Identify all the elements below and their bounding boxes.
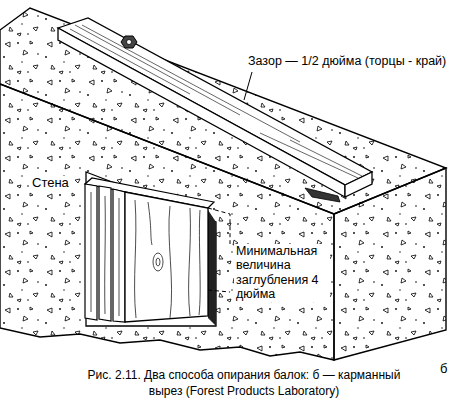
drawing-stroke [156, 258, 160, 266]
wall-label: Стена [30, 176, 71, 191]
drawing-stroke [121, 36, 137, 48]
plate-grain [70, 25, 362, 178]
figure-letter: б [438, 362, 449, 377]
beam-pocket [86, 172, 216, 326]
drawing-stroke [135, 200, 201, 318]
drawing-stroke [153, 253, 163, 271]
plate-end [345, 172, 372, 197]
depth-note: Минимальная величина заглубления 4 дюйма [234, 244, 330, 302]
plate-top [58, 18, 372, 185]
beam-side-face [125, 192, 208, 322]
figure-caption: Рис. 2.11. Два способа опирания балок: б… [79, 368, 409, 399]
wood-grain [91, 192, 200, 318]
anchor-bolt [121, 36, 137, 48]
gap-note: Зазор — 1/2 дюйма (торцы - край) [246, 54, 448, 68]
shim [305, 188, 340, 202]
embedment-dashes [208, 208, 230, 292]
leader-line [244, 72, 252, 100]
wall-end-face [334, 168, 446, 360]
drawing-stroke [91, 192, 119, 316]
pocket-shadow [208, 210, 216, 326]
drawing-stroke [127, 40, 132, 45]
